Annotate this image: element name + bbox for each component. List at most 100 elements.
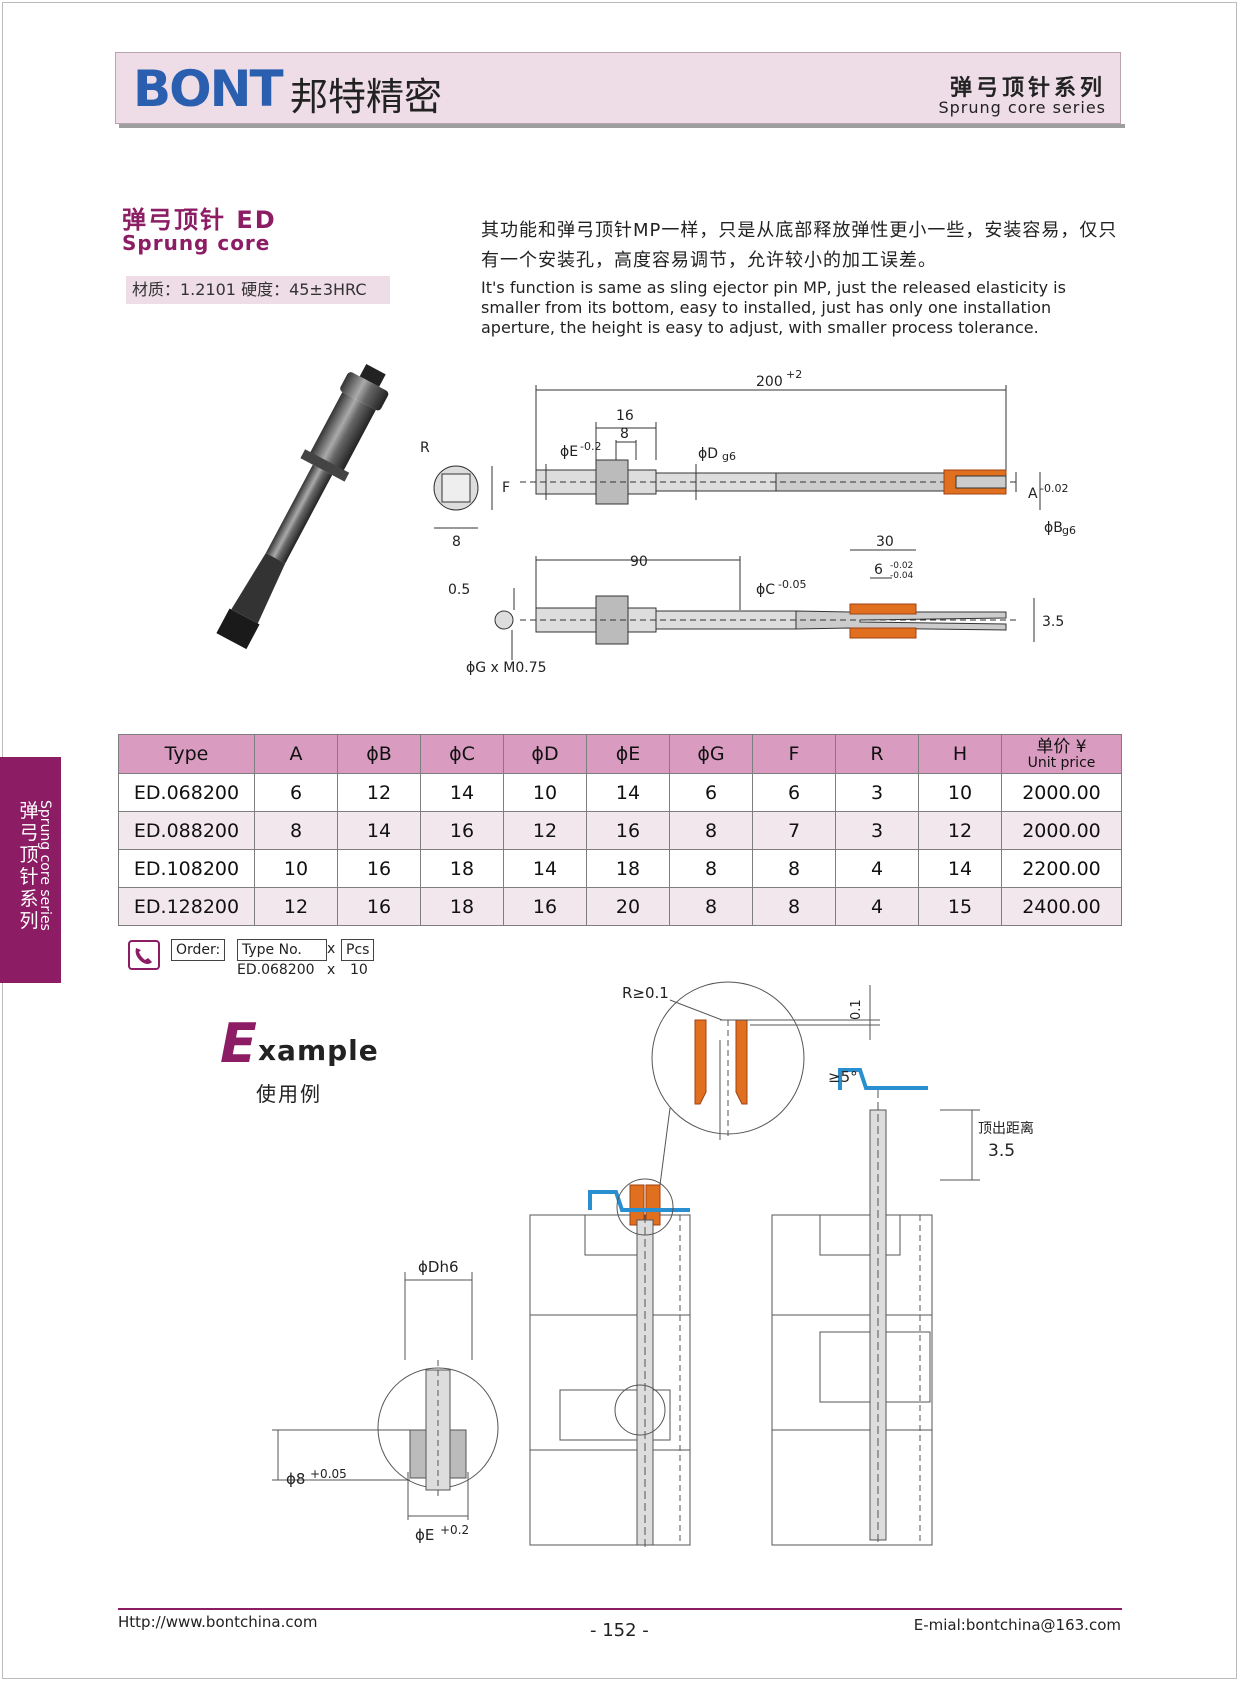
dimension-cell: 4 <box>835 887 919 926</box>
dimension-cell: 8 <box>752 849 836 888</box>
col-header: Type <box>118 734 255 774</box>
brand-name-cn: 邦特精密 <box>290 75 443 119</box>
dimension-cell: 15 <box>918 887 1002 926</box>
dimension-cell: 16 <box>337 849 421 888</box>
page-number: - 152 - <box>590 1620 649 1641</box>
price-cell: 2200.00 <box>1001 849 1122 888</box>
col-header: ϕC <box>420 734 504 774</box>
svg-text:ϕB: ϕB <box>1044 520 1063 536</box>
dimension-cell: 18 <box>586 849 670 888</box>
svg-text:-0.04: -0.04 <box>890 571 914 581</box>
example-title-cn: 使用例 <box>256 1082 322 1106</box>
dimension-cell: 18 <box>420 849 504 888</box>
dimension-cell: 3 <box>835 811 919 850</box>
unit-price-cn: 单价 ¥ <box>1036 736 1087 757</box>
dimension-cell: 7 <box>752 811 836 850</box>
brand-logo: BONT <box>133 60 284 118</box>
table-header-row: Type A ϕB ϕC ϕD ϕE ϕG F R H 单价 ¥ Unit pr… <box>118 734 1122 774</box>
dimension-cell: 6 <box>254 773 338 812</box>
dimension-cell: 4 <box>835 849 919 888</box>
dimension-cell: 20 <box>586 887 670 926</box>
col-header-unit-price: 单价 ¥ Unit price <box>1001 734 1122 774</box>
svg-text:6: 6 <box>874 562 883 578</box>
example-initial: E <box>220 1012 257 1075</box>
dimension-cell: 6 <box>752 773 836 812</box>
product-title-en: Sprung core <box>122 231 271 255</box>
svg-text:F: F <box>502 480 510 496</box>
svg-text:30: 30 <box>876 534 894 550</box>
dimension-cell: 16 <box>337 887 421 926</box>
spec-table: Type A ϕB ϕC ϕD ϕE ϕG F R H 单价 ¥ Unit pr… <box>118 734 1122 926</box>
product-photo <box>216 364 389 650</box>
dimension-cell: 16 <box>503 887 587 926</box>
svg-text:3.5: 3.5 <box>988 1141 1015 1161</box>
usage-example-drawing: R≥0.1 0.1 ≥5° 顶出距离 3.5 ϕDh6 ϕ8 +0.05 ϕE … <box>272 981 1034 1550</box>
side-tab-label-cn: 弹弓顶针系列 <box>19 800 39 932</box>
dimension-cell: 12 <box>503 811 587 850</box>
side-tab-label-en: Sprung core series <box>37 800 53 931</box>
type-cell: ED.088200 <box>118 811 255 850</box>
price-cell: 2000.00 <box>1001 773 1122 812</box>
dimension-cell: 16 <box>420 811 504 850</box>
svg-text:3.5: 3.5 <box>1042 614 1064 630</box>
col-header: ϕE <box>586 734 670 774</box>
svg-text:R≥0.1: R≥0.1 <box>622 984 669 1002</box>
svg-text:90: 90 <box>630 554 648 570</box>
price-cell: 2000.00 <box>1001 811 1122 850</box>
col-header: ϕD <box>503 734 587 774</box>
price-cell: 2400.00 <box>1001 887 1122 926</box>
type-no-label: Type No. <box>237 939 327 961</box>
type-cell: ED.108200 <box>118 849 255 888</box>
svg-text:R: R <box>420 440 430 456</box>
svg-text:ϕDh6: ϕDh6 <box>418 1258 459 1276</box>
svg-text:200: 200 <box>756 374 783 390</box>
times-sign: x <box>327 962 336 978</box>
svg-text:g6: g6 <box>722 450 736 463</box>
order-label: Order: <box>171 939 226 961</box>
svg-text:+0.05: +0.05 <box>310 1467 347 1481</box>
svg-text:ϕE: ϕE <box>560 444 578 460</box>
footer-rule <box>118 1608 1122 1610</box>
series-title-cn: 弹弓顶针系列 <box>949 76 1106 101</box>
dimension-cell: 14 <box>586 773 670 812</box>
technical-drawing: 200 +2 16 8 ϕE -0.2 ϕD g6 R F 8 A -0.02 … <box>420 368 1076 676</box>
svg-text:+2: +2 <box>786 368 802 381</box>
product-title-cn: 弹弓顶针 ED <box>122 206 277 234</box>
material-spec: 材质：1.2101 硬度：45±3HRC <box>126 276 390 304</box>
dimension-cell: 16 <box>586 811 670 850</box>
header-shadow <box>119 124 1125 128</box>
dimension-cell: 18 <box>420 887 504 926</box>
dimension-cell: 14 <box>337 811 421 850</box>
svg-text:8: 8 <box>452 534 461 550</box>
series-title-en: Sprung core series <box>938 98 1106 117</box>
dimension-cell: 3 <box>835 773 919 812</box>
example-title: xample <box>258 1034 379 1067</box>
dimension-cell: 8 <box>669 811 753 850</box>
svg-text:ϕG x M0.75: ϕG x M0.75 <box>466 660 547 676</box>
dimension-cell: 14 <box>918 849 1002 888</box>
order-example-type: ED.068200 <box>237 962 315 978</box>
svg-text:≥5°: ≥5° <box>828 1068 858 1086</box>
phone-order-icon <box>128 940 160 970</box>
svg-text:ϕD: ϕD <box>698 446 718 462</box>
dimension-cell: 8 <box>254 811 338 850</box>
svg-text:+0.2: +0.2 <box>440 1523 469 1537</box>
svg-text:顶出距离: 顶出距离 <box>978 1120 1034 1137</box>
dimension-cell: 14 <box>420 773 504 812</box>
col-header: R <box>835 734 919 774</box>
svg-text:0.5: 0.5 <box>448 582 470 598</box>
svg-text:g6: g6 <box>1062 524 1076 537</box>
dimension-cell: 6 <box>669 773 753 812</box>
description-en: It's function is same as sling ejector p… <box>481 278 1066 337</box>
type-cell: ED.068200 <box>118 773 255 812</box>
svg-text:-0.05: -0.05 <box>778 578 806 591</box>
description-cn: 其功能和弹弓顶针MP一样，只是从底部释放弹性更小一些，安装容易，仅只有一个安装孔… <box>481 220 1118 271</box>
dimension-cell: 8 <box>752 887 836 926</box>
times-sign: x <box>327 941 336 957</box>
svg-text:A: A <box>1028 486 1038 502</box>
dimension-cell: 14 <box>503 849 587 888</box>
pcs-label: Pcs <box>341 939 375 961</box>
svg-text:ϕC: ϕC <box>756 582 775 598</box>
